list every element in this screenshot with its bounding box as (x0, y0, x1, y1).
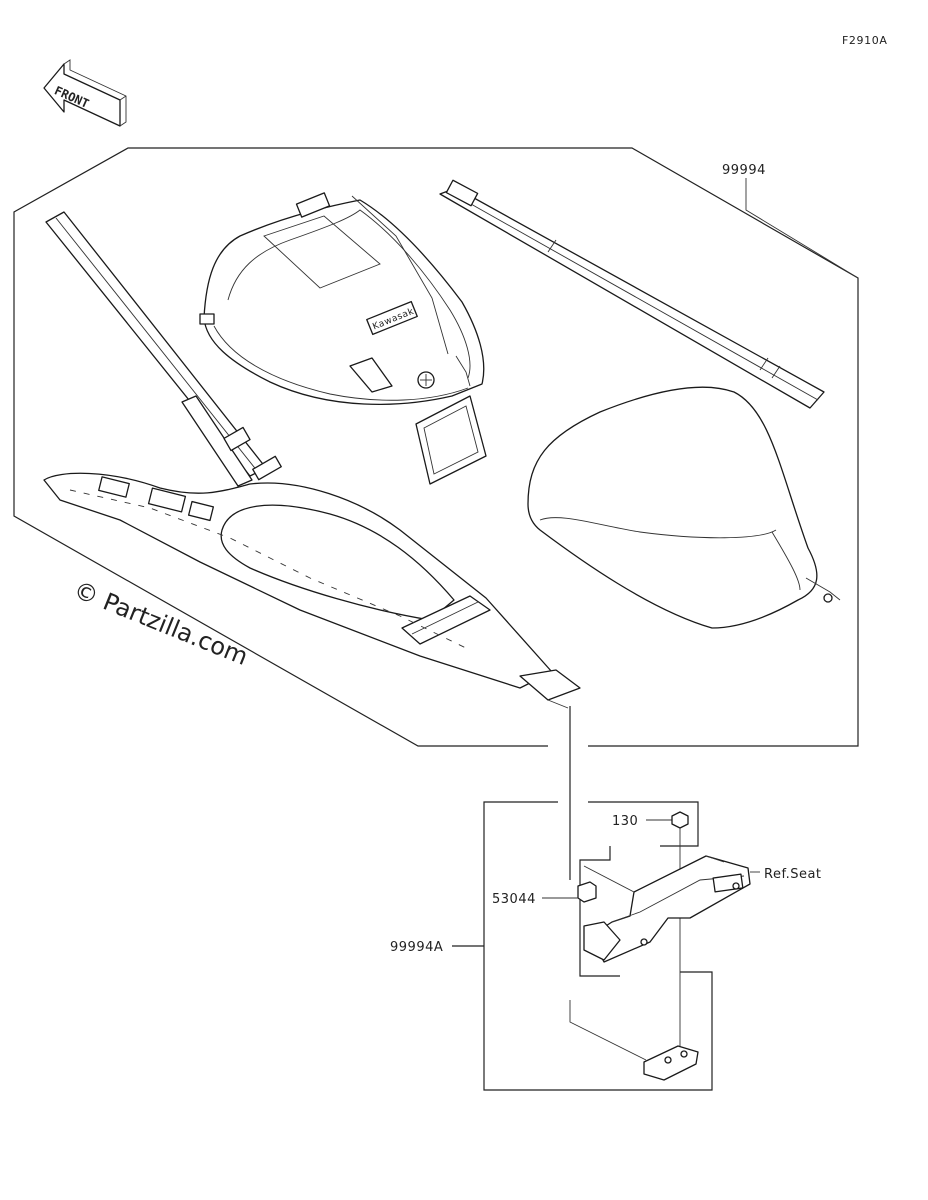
spacer: 53044 (492, 881, 597, 907)
bolt: 130 (612, 811, 689, 1050)
front-arrow-icon: FRONT (43, 59, 127, 127)
bottom-clip (569, 1000, 699, 1081)
callout-99994: 99994 (722, 163, 766, 178)
callout-53044: 53044 (492, 892, 536, 907)
tank-bag: Kawasaki (199, 192, 487, 485)
callout-99994a: 99994A (390, 940, 443, 955)
callout-130: 130 (612, 814, 638, 829)
diagram-code: F2910A (842, 34, 887, 47)
watermark: © Partzilla.com (70, 576, 252, 671)
kit-outline: 99994 (13, 147, 859, 747)
callout-ref-seat: Ref.Seat (764, 867, 822, 882)
strap (439, 179, 825, 409)
kit-a-outline: 99994A (390, 801, 713, 1091)
tank-harness (43, 211, 581, 709)
bracket: Ref.Seat (583, 855, 822, 963)
seat-cover (527, 386, 841, 629)
